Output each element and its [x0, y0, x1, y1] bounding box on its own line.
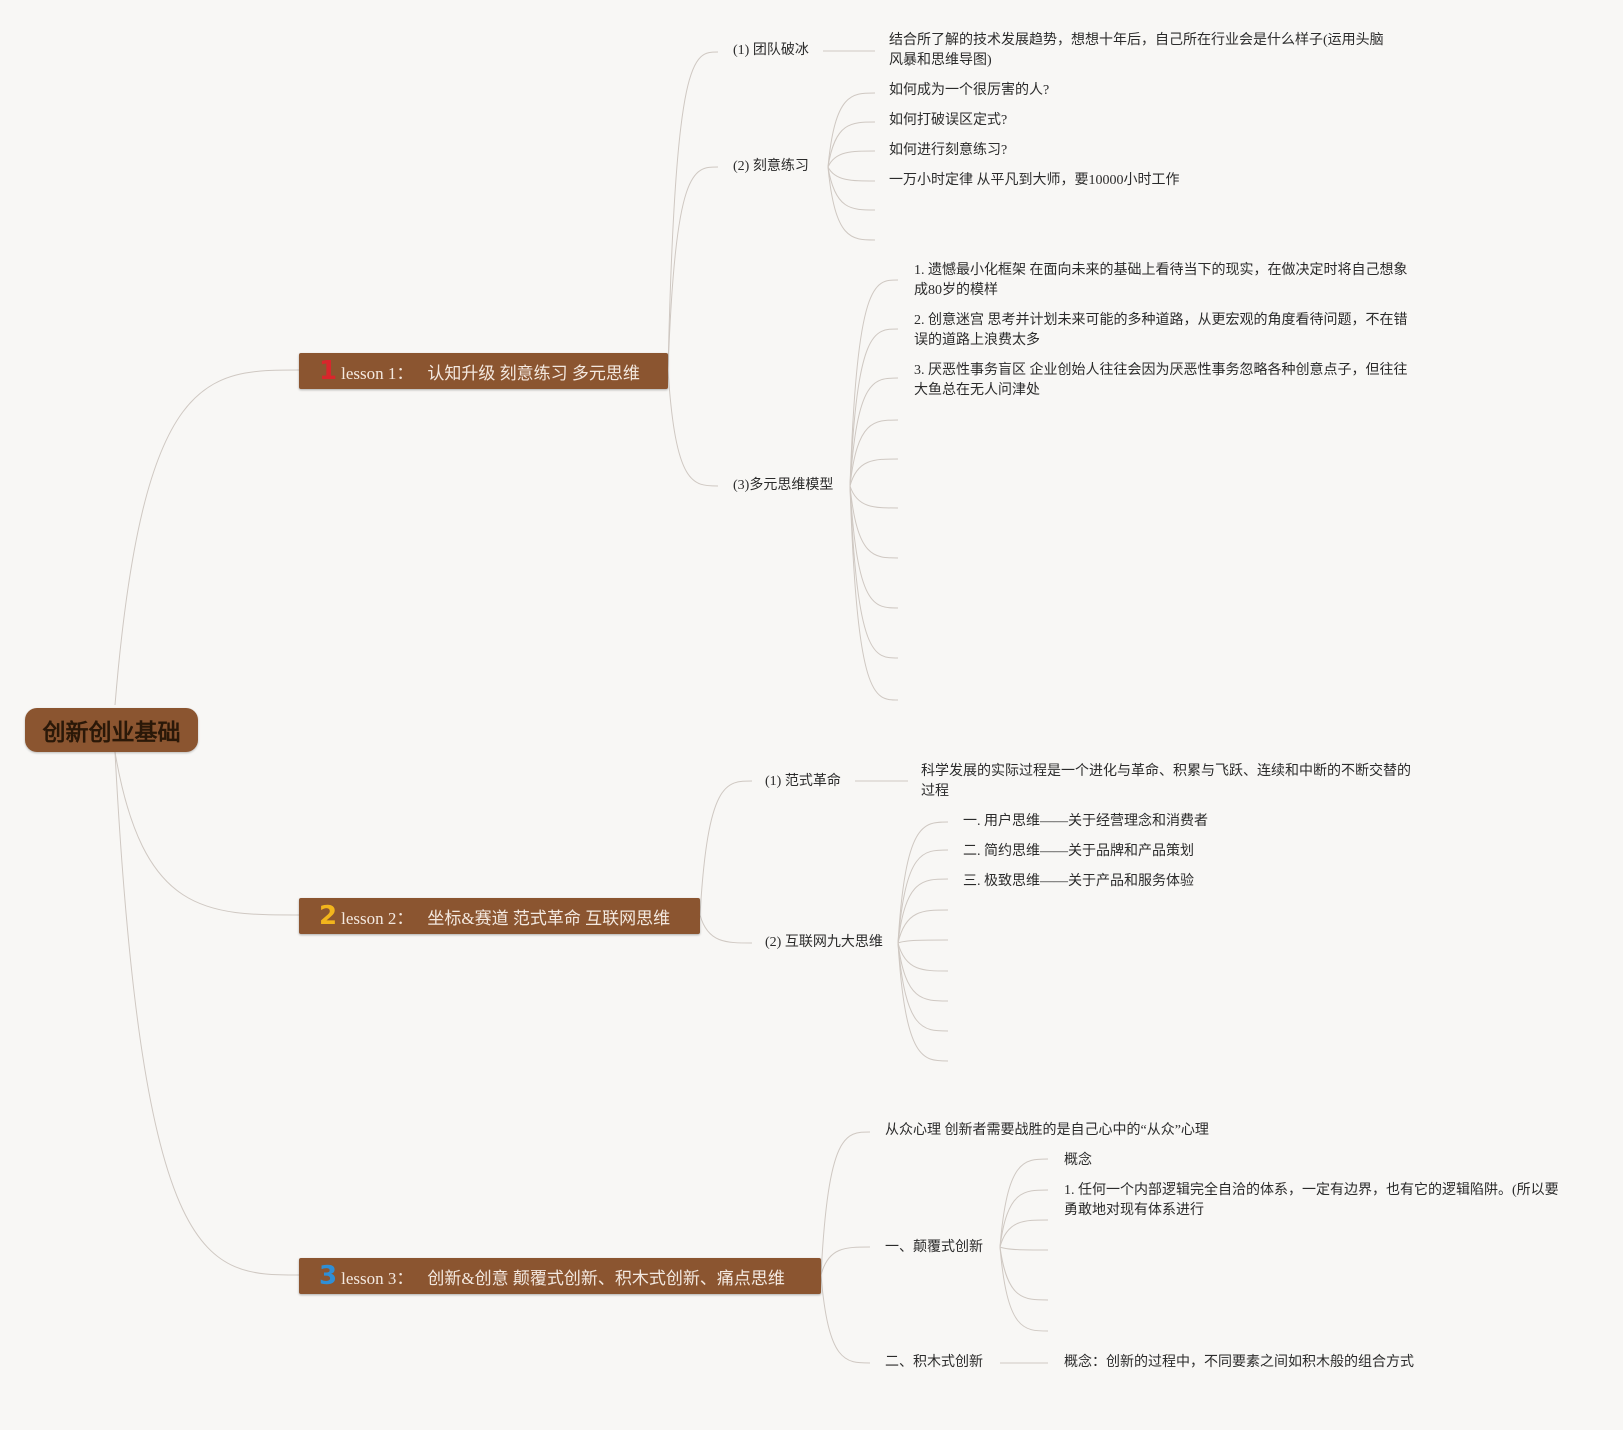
connector [820, 1274, 871, 1364]
connector [897, 849, 949, 944]
disruptive-item[interactable]: 1. 任何一个内部逻辑完全自洽的体系，一定有边界，也有它的逻辑陷阱。(所以要勇敢… [1064, 1183, 1559, 1218]
connector [849, 485, 899, 659]
connector [897, 942, 949, 972]
connector [667, 369, 719, 487]
practice-item[interactable]: 一万小时定律 从平凡到大师，要10000小时工作 [889, 173, 1180, 188]
lesson-1-prefix: lesson 1： [341, 363, 414, 383]
connector [849, 377, 899, 487]
lesson-2-title: 坐标&赛道 范式革命 互联网思维 [427, 908, 671, 928]
lesson-2-number: 2 [319, 901, 338, 931]
multi-model-item[interactable]: 2. 创意迷宫 思考并计划未来可能的多种道路，从更宏观的角度看待问题，不在错误的… [914, 313, 1408, 348]
connector [114, 751, 300, 916]
connector [827, 166, 876, 211]
lesson-3-number: 3 [319, 1261, 338, 1291]
connector [114, 751, 300, 1276]
lesson-1-title: 认知升级 刻意练习 多元思维 [427, 363, 640, 383]
lesson-3-sub-disruptive[interactable]: 一、颠覆式创新 [885, 1240, 983, 1255]
connector [999, 1246, 1049, 1251]
lesson-3-title: 创新&创意 颠覆式创新、积木式创新、痛点思维 [427, 1268, 785, 1288]
connector [897, 939, 949, 944]
lesson-2-prefix: lesson 2： [341, 908, 414, 928]
connector [897, 878, 949, 944]
connector [999, 1246, 1049, 1332]
disruptive-item[interactable]: 概念 [1064, 1153, 1092, 1168]
connector [849, 485, 899, 559]
connector [820, 1131, 871, 1276]
connector [820, 1246, 871, 1276]
block-innovation-text[interactable]: 概念：创新的过程中，不同要素之间如积木般的组合方式 [1064, 1355, 1414, 1370]
lesson-2-node[interactable]: 2 lesson 2： 坐标&赛道 范式革命 互联网思维 [299, 898, 700, 934]
practice-item[interactable]: 如何成为一个很厉害的人? [889, 83, 1050, 98]
multi-model-item[interactable]: 3. 厌恶性事务盲区 企业创始人往往会因为厌恶性事务忽略各种创意点子，但往往大鱼… [914, 363, 1408, 398]
connector [897, 909, 949, 944]
connector [667, 51, 719, 371]
conformity-item[interactable]: 从众心理 创新者需要战胜的是自己心中的“从众”心理 [885, 1123, 1209, 1138]
connector [827, 166, 876, 182]
connector [849, 419, 899, 487]
connector [849, 328, 899, 487]
connector [849, 458, 899, 487]
connector [699, 914, 753, 944]
lesson-1-sub-deliberate-practice[interactable]: (2) 刻意练习 [733, 159, 809, 174]
connector [849, 279, 899, 487]
lesson-1-sub-team-icebreak[interactable]: (1) 团队破冰 [733, 43, 809, 58]
connector [667, 166, 719, 371]
lesson-2-sub-paradigm[interactable]: (1) 范式革命 [765, 774, 841, 789]
lesson-3-sub-block[interactable]: 二、积木式创新 [885, 1355, 983, 1370]
connector [827, 166, 876, 241]
connector [999, 1246, 1049, 1301]
paradigm-text[interactable]: 科学发展的实际过程是一个进化与革命、积累与飞跃、连续和中断的不断交替的过程 [921, 764, 1411, 799]
connector [827, 121, 876, 168]
practice-item[interactable]: 如何进行刻意练习? [889, 143, 1008, 158]
lesson-1-number: 1 [319, 356, 338, 386]
lesson-1-sub-multi-model[interactable]: (3)多元思维模型 [733, 478, 834, 493]
connector [699, 780, 753, 916]
connector [999, 1219, 1049, 1248]
connector [897, 942, 949, 1062]
connector [999, 1189, 1049, 1248]
connector [827, 150, 876, 168]
practice-item[interactable]: 如何打破误区定式? [889, 113, 1008, 128]
root-node[interactable]: 创新创业基础 [25, 708, 198, 752]
connector [114, 369, 300, 706]
internet-thinking-item[interactable]: 一. 用户思维——关于经营理念和消费者 [963, 814, 1208, 829]
connector [849, 485, 899, 509]
lesson-3-node[interactable]: 3 lesson 3： 创新&创意 颠覆式创新、积木式创新、痛点思维 [299, 1258, 821, 1294]
connector [897, 942, 949, 1032]
connector [849, 485, 899, 609]
connector [897, 942, 949, 1002]
connector [849, 485, 899, 701]
lesson-2-sub-internet-thinking[interactable]: (2) 互联网九大思维 [765, 935, 883, 950]
internet-thinking-item[interactable]: 三. 极致思维——关于产品和服务体验 [963, 874, 1194, 889]
connector [999, 1158, 1049, 1248]
multi-model-item[interactable]: 1. 遗憾最小化框架 在面向未来的基础上看待当下的现实，在做决定时将自己想象成8… [914, 263, 1408, 298]
internet-thinking-item[interactable]: 二. 简约思维——关于品牌和产品策划 [963, 844, 1194, 859]
lesson-1-team-icebreak-text[interactable]: 结合所了解的技术发展趋势，想想十年后，自己所在行业会是什么样子(运用头脑风暴和思… [889, 33, 1384, 68]
connector [827, 92, 876, 168]
root-title: 创新创业基础 [42, 720, 181, 746]
lesson-1-node[interactable]: 1 lesson 1： 认知升级 刻意练习 多元思维 [299, 353, 668, 389]
lesson-3-prefix: lesson 3： [341, 1268, 414, 1288]
connector [897, 821, 949, 944]
